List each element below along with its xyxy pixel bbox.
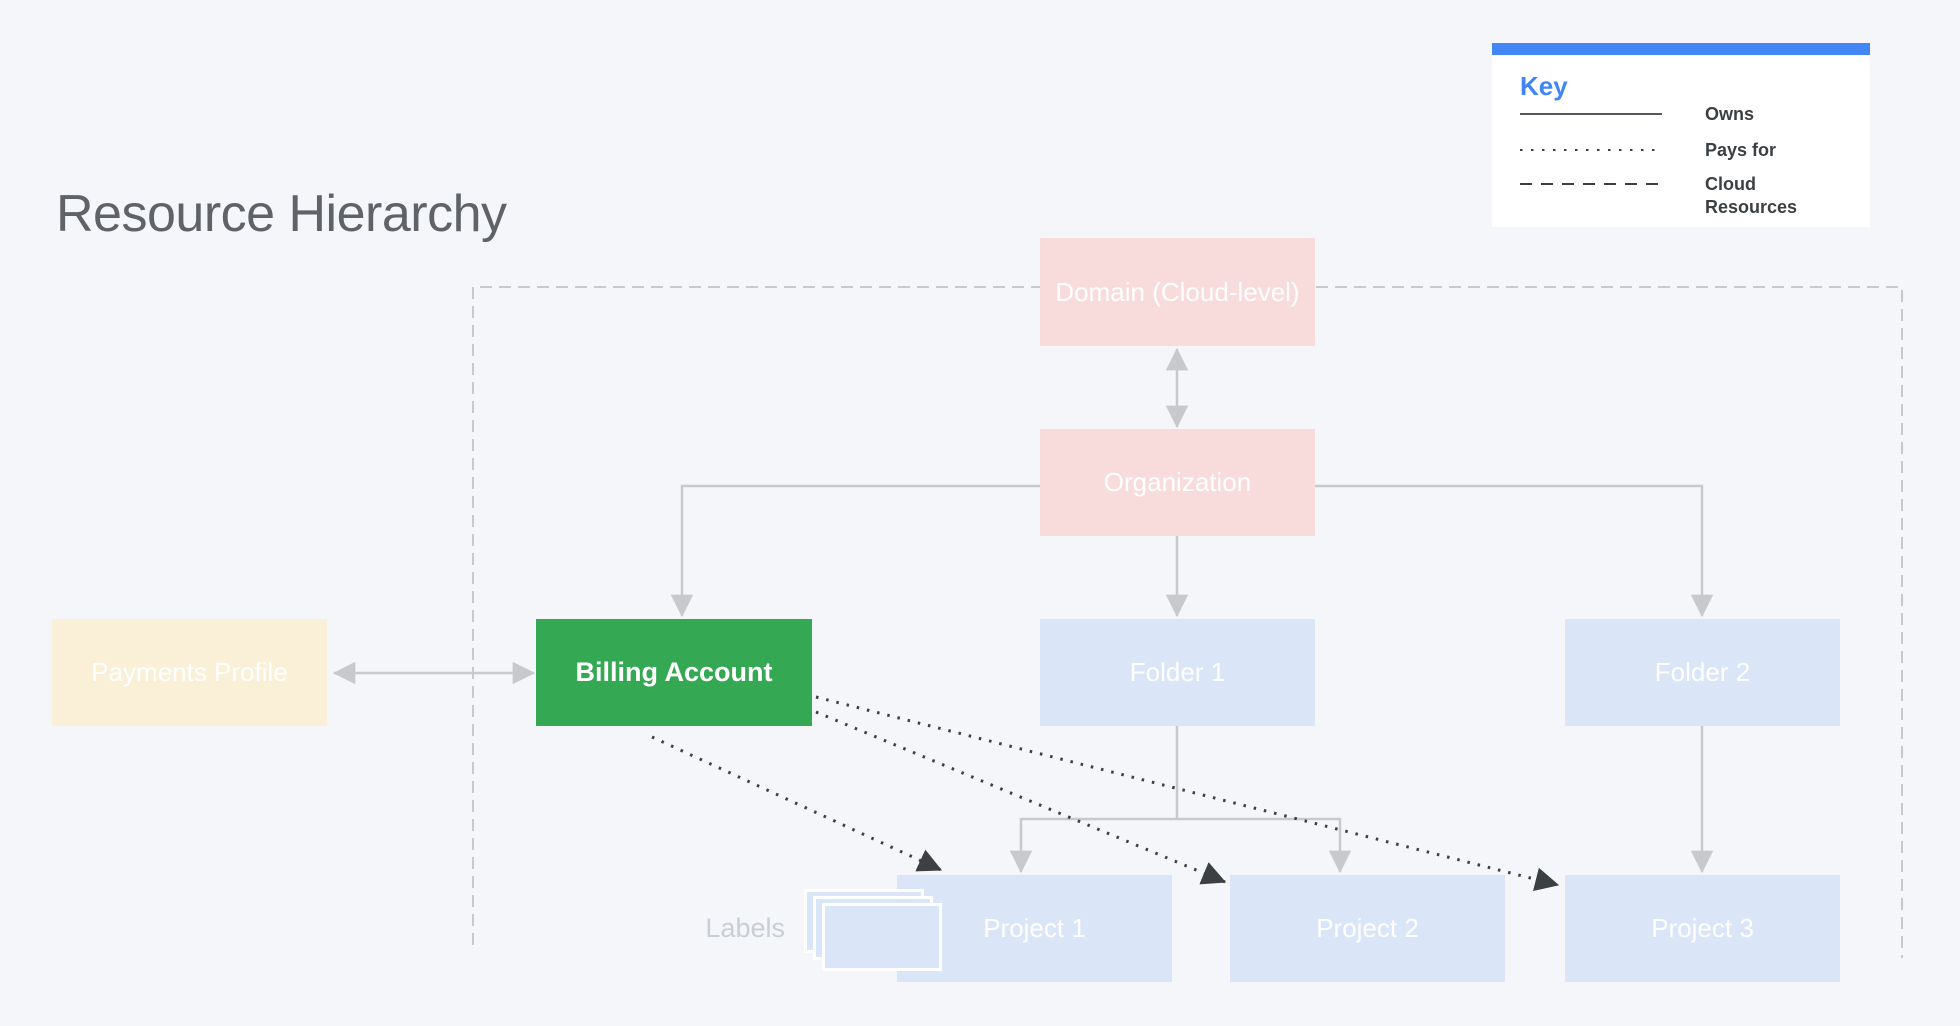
- node-folder-1-label: Folder 1: [1129, 657, 1226, 687]
- legend-body: Key Owns Pays for Cloud Resources: [1492, 55, 1870, 227]
- node-project-2: Project 2: [1230, 875, 1505, 982]
- node-project-1-label: Project 1: [983, 913, 1086, 943]
- labels-caption: Labels: [705, 913, 785, 943]
- legend-item-owns: Owns: [1705, 104, 1755, 124]
- page-title: Resource Hierarchy: [56, 185, 507, 243]
- node-project-3: Project 3: [1565, 875, 1840, 982]
- node-project-2-label: Project 2: [1316, 913, 1419, 943]
- node-domain: Domain (Cloud-level): [1040, 238, 1315, 346]
- legend-heading: Key: [1520, 71, 1568, 101]
- node-domain-label: Domain (Cloud-level): [1055, 276, 1300, 307]
- node-folder-2: Folder 2: [1565, 619, 1840, 726]
- node-folder-1: Folder 1: [1040, 619, 1315, 726]
- owns-line-organization-folder2: [1315, 484, 1714, 618]
- owns-line-organization-billing: [670, 484, 1040, 618]
- node-folder-2-label: Folder 2: [1654, 657, 1751, 687]
- owns-line-folder1-bracket: [1021, 726, 1340, 821]
- node-organization: Organization: [1040, 429, 1315, 536]
- node-payments-profile: Payments Profile: [52, 619, 327, 726]
- node-organization-label: Organization: [1103, 467, 1252, 497]
- node-billing-account-label: Billing Account: [575, 657, 773, 687]
- label-card-front: [822, 903, 942, 971]
- legend-item-pays-for: Pays for: [1705, 140, 1777, 160]
- pays-for-line-billing-project1: [651, 735, 943, 872]
- node-payments-profile-label: Payments Profile: [91, 657, 288, 687]
- node-billing-account: Billing Account: [536, 619, 812, 726]
- legend-accent-bar: [1492, 43, 1870, 55]
- pays-for-line-billing-project2: [815, 710, 1227, 885]
- dashed-line-sample: [1520, 183, 1662, 185]
- dotted-line-sample: [1520, 149, 1662, 151]
- node-project-3-label: Project 3: [1651, 913, 1754, 943]
- pays-for-line-billing-project3: [815, 695, 1560, 892]
- solid-line-sample: [1520, 113, 1662, 115]
- legend-panel: Key Owns Pays for Cloud Resources: [1492, 43, 1870, 227]
- node-project-1: Project 1: [897, 875, 1172, 982]
- legend-item-cloud-resources: Cloud Resources: [1705, 174, 1798, 217]
